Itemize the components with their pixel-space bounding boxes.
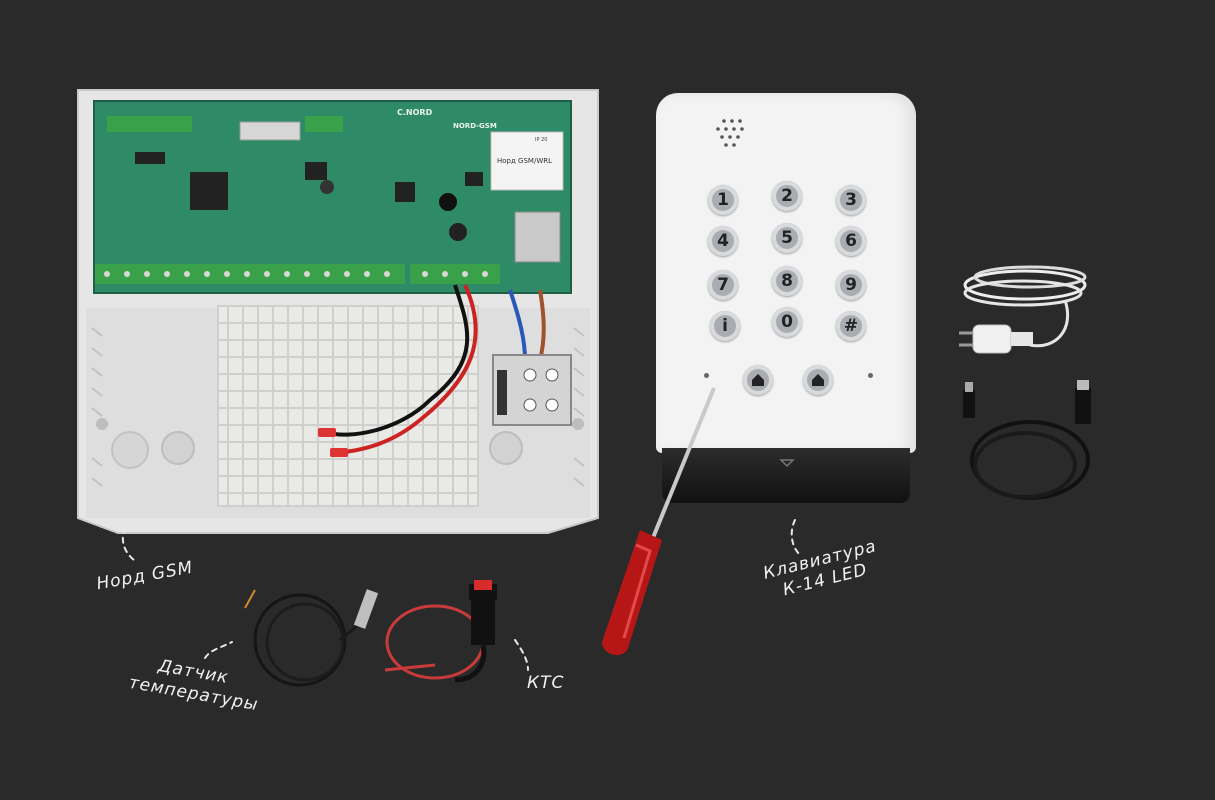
arm-home-button-left[interactable] [743, 365, 773, 395]
keypad-device: 1 2 3 4 5 6 7 8 9 i 0 # [656, 93, 916, 503]
key-2[interactable]: 2 [772, 181, 802, 211]
key-9[interactable]: 9 [836, 270, 866, 300]
keypad-bottom-cover [662, 448, 910, 503]
board-brand: C.NORD [397, 108, 433, 117]
key-0[interactable]: 0 [772, 307, 802, 337]
key-6[interactable]: 6 [836, 226, 866, 256]
sticker-rating: IP 20 [535, 137, 548, 143]
arm-home-button-right[interactable] [803, 365, 833, 395]
board-model: NORD-GSM [453, 122, 497, 130]
usb-cable [963, 380, 1091, 500]
key-1[interactable]: 1 [708, 185, 738, 215]
key-hash[interactable]: # [836, 311, 866, 341]
key-8[interactable]: 8 [772, 266, 802, 296]
home-icon [752, 374, 764, 386]
temperature-sensor [244, 589, 379, 687]
latch-arrow-icon [779, 459, 795, 468]
panic-button [384, 580, 497, 683]
pcb-details [95, 116, 564, 284]
circuit-board: C.NORD NORD-GSM IP 20 Норд GSM/WRL [93, 100, 572, 294]
label-button: КТС [527, 673, 565, 693]
led-indicator-left [704, 373, 709, 378]
sticker-label: Норд GSM/WRL [497, 157, 553, 165]
led-indicator-right [868, 373, 873, 378]
key-3[interactable]: 3 [836, 185, 866, 215]
key-info[interactable]: i [710, 311, 740, 341]
home-icon [812, 374, 824, 386]
key-7[interactable]: 7 [708, 270, 738, 300]
power-adapter [959, 265, 1087, 354]
key-4[interactable]: 4 [708, 226, 738, 256]
key-5[interactable]: 5 [772, 223, 802, 253]
speaker-grille-icon [716, 119, 744, 147]
screwdriver [602, 387, 716, 656]
